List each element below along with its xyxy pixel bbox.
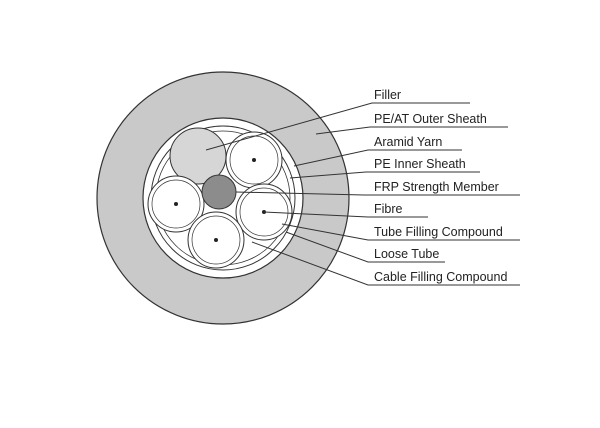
loose-tube-upper-right xyxy=(225,131,283,189)
label-fibre: Fibre xyxy=(374,202,403,216)
fibre-dot xyxy=(252,158,256,162)
label-frp-strength-member: FRP Strength Member xyxy=(374,180,499,194)
frp-strength-member xyxy=(201,174,237,210)
leader-filler xyxy=(205,102,470,151)
label-loose-tube: Loose Tube xyxy=(374,247,439,261)
label-pe-at-outer-sheath: PE/AT Outer Sheath xyxy=(374,112,487,126)
label-tube-filling-compound: Tube Filling Compound xyxy=(374,225,503,239)
label-aramid-yarn: Aramid Yarn xyxy=(374,135,442,149)
leader-cable-filling-compound xyxy=(251,241,520,286)
leader-lines xyxy=(205,102,520,286)
leader-fibre xyxy=(263,211,428,218)
label-filler: Filler xyxy=(374,88,401,102)
loose-tube-bottom xyxy=(187,211,245,269)
leader-frp-strength-member xyxy=(235,191,520,196)
leader-tube-filling-compound xyxy=(281,223,520,241)
fibre-dot xyxy=(174,202,178,206)
leader-loose-tube xyxy=(285,231,445,263)
fibre-dot xyxy=(214,238,218,242)
loose-tube-left xyxy=(147,175,205,233)
label-pe-inner-sheath: PE Inner Sheath xyxy=(374,157,466,171)
label-cable-filling-compound: Cable Filling Compound xyxy=(374,270,507,284)
leader-inner-sheath xyxy=(289,171,480,179)
leader-aramid-yarn xyxy=(293,149,462,167)
leader-outer-sheath xyxy=(315,126,508,135)
